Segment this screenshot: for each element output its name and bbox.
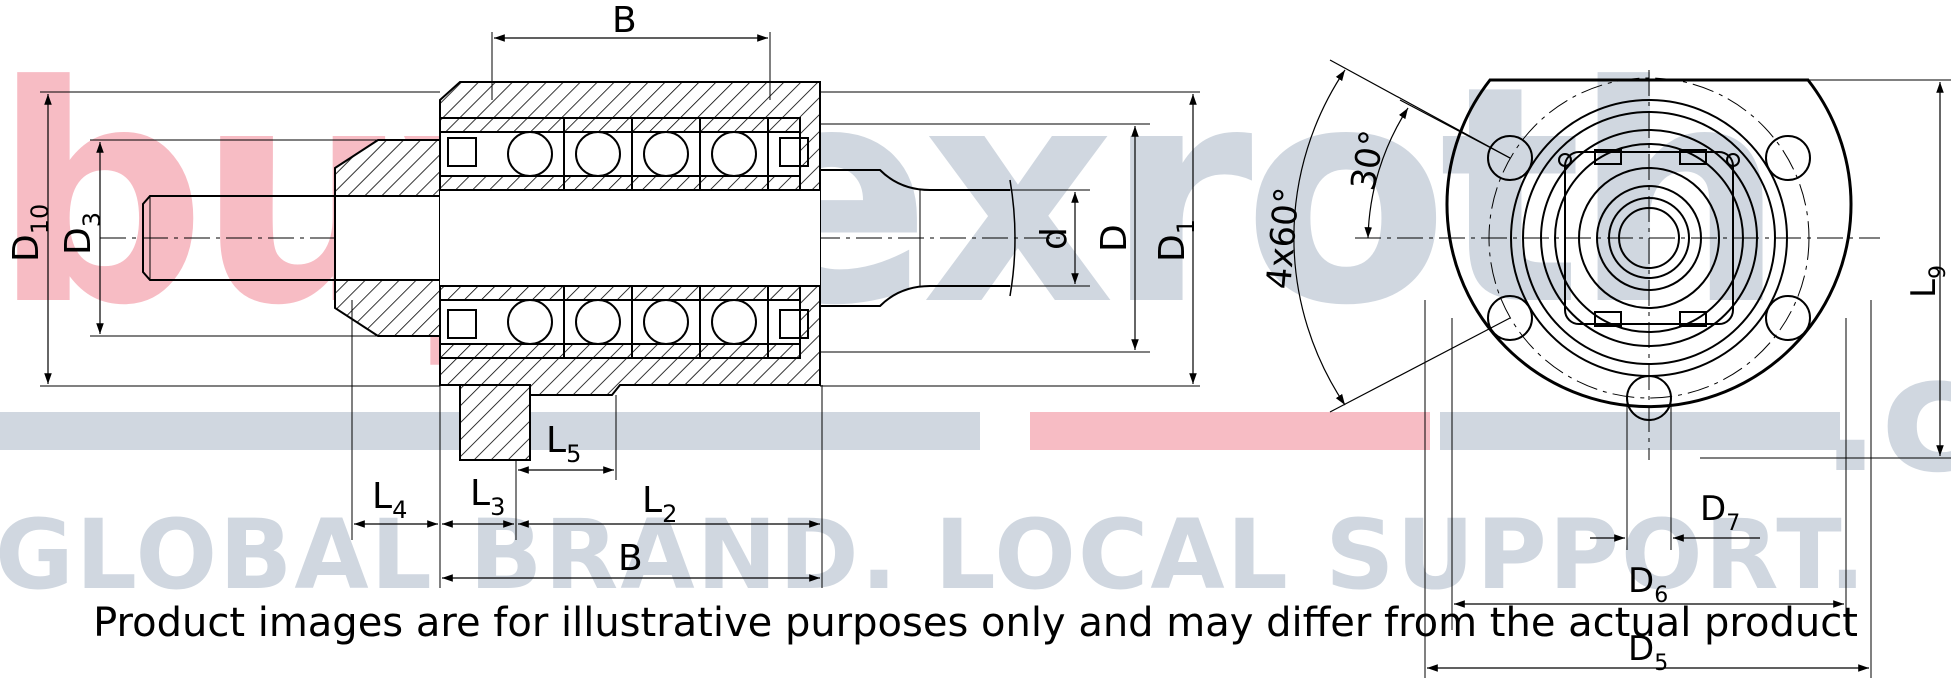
- label-D1: D1: [1152, 219, 1200, 262]
- bearing-row-top: [439, 117, 809, 191]
- flange-outline: [1445, 78, 1853, 409]
- watermark-bar-red: [1030, 412, 1430, 450]
- label-4x60deg: 4x60°: [1259, 186, 1308, 291]
- label-B-bottom: B: [618, 538, 643, 579]
- watermark: buy rexroth .c GLOBAL BRAND. LOCAL SUPPO…: [0, 22, 1951, 611]
- label-L9: L9: [1904, 265, 1951, 298]
- label-D6: D6: [1628, 561, 1668, 608]
- flange-bottom: [459, 384, 531, 461]
- label-D5: D5: [1628, 629, 1668, 676]
- bolt-hole-top-left: [1487, 135, 1533, 181]
- label-L4: L4: [372, 476, 407, 524]
- bolt-hole-bottom-left: [1487, 295, 1533, 341]
- front-labels: 30° 4x60° L9 D5 D6 D7: [1259, 127, 1951, 676]
- arc-30: [1364, 107, 1409, 239]
- side-view: [40, 32, 1200, 588]
- bolt-hole-top-right: [1765, 135, 1811, 181]
- label-B-top: B: [612, 0, 637, 41]
- label-D: D: [1094, 224, 1135, 252]
- watermark-logo-com: .c: [1820, 321, 1951, 508]
- shaft-right: [820, 169, 1010, 307]
- side-labels: D10 D3 d D D1 B B L2 L3 L4 L5: [6, 0, 1200, 579]
- bearing-row-bottom: [439, 285, 809, 359]
- label-D7: D7: [1700, 489, 1740, 536]
- label-d: d: [1034, 227, 1075, 250]
- bolt-hole-bottom-right: [1765, 295, 1811, 341]
- watermark-tagline: GLOBAL BRAND. LOCAL SUPPORT.: [0, 499, 1868, 611]
- label-D10: D10: [6, 204, 54, 262]
- front-view: [1293, 59, 1951, 678]
- label-L5: L5: [546, 420, 581, 468]
- label-L2: L2: [642, 480, 677, 528]
- disclaimer-text: Product images are for illustrative purp…: [93, 600, 1858, 646]
- arc-4x60: [1293, 69, 1346, 406]
- label-D3: D3: [58, 212, 106, 255]
- label-L3: L3: [470, 473, 505, 521]
